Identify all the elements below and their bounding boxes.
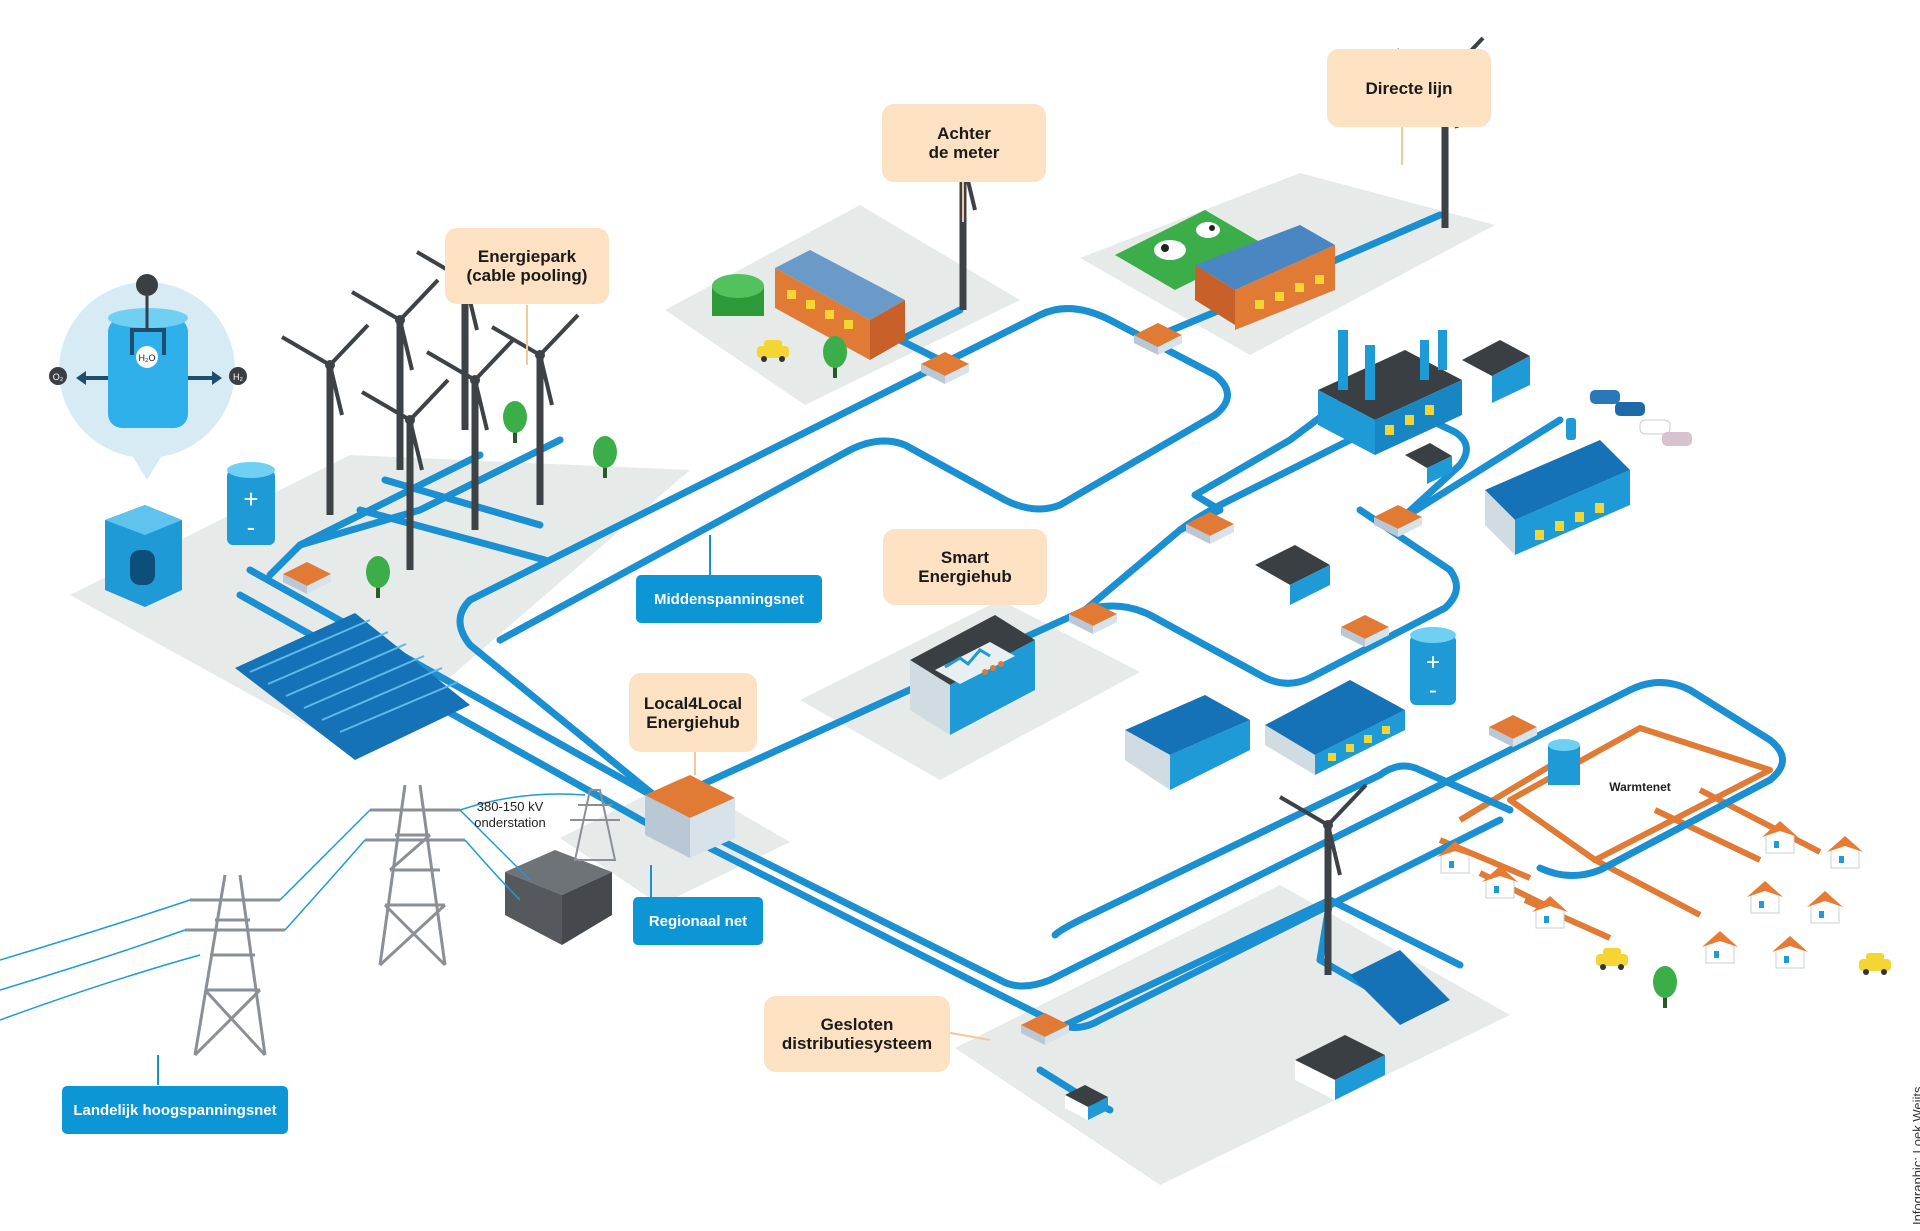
warehouse-solar xyxy=(1485,440,1630,555)
svg-text:+: + xyxy=(1426,649,1440,676)
onderstation-label-line2: onderstation xyxy=(474,815,546,830)
achter-de-meter-label: Achter de meter xyxy=(882,104,1046,182)
solar-field xyxy=(235,613,470,760)
energiepark: H₂O O₂ H₂ + - xyxy=(49,240,617,760)
hv-lines xyxy=(0,793,586,1021)
charger-icon xyxy=(1566,418,1576,440)
smart-energiehub xyxy=(910,615,1035,735)
farm-building xyxy=(775,250,905,360)
onderstation-label-line1: 380-150 kV xyxy=(476,799,544,814)
gesloten-distributiesysteem xyxy=(1065,785,1450,1120)
achter-de-meter-label-line2: de meter xyxy=(928,143,1000,162)
electrolyser-bubble: H₂O O₂ H₂ xyxy=(49,274,247,480)
house-icon xyxy=(1701,930,1739,964)
local4local-label: Local4Local Energiehub xyxy=(629,673,757,752)
energiepark-platform xyxy=(70,455,690,755)
blue-label-leaders xyxy=(157,535,711,1085)
label-leaders xyxy=(526,127,1403,1041)
battery-energiepark: + - xyxy=(227,462,275,545)
directe-lijn-label-text: Directe lijn xyxy=(1365,78,1453,98)
h2o-label: H₂O xyxy=(139,353,156,363)
electrolyser-building xyxy=(105,505,182,607)
onderstation-label: 380-150 kV onderstation xyxy=(462,799,558,831)
energiepark-label-line1: Energiepark xyxy=(477,247,577,266)
silo xyxy=(712,274,764,316)
solar-panels xyxy=(1350,950,1450,1025)
gesloten-label-line2: distributiesysteem xyxy=(781,1034,933,1053)
directe-lijn xyxy=(1115,38,1483,330)
tree-icon xyxy=(1653,966,1677,1008)
meadow xyxy=(1115,210,1265,290)
hv-pylons xyxy=(185,784,465,1057)
gesloten-label: Gesloten distributiesysteem xyxy=(764,996,950,1072)
cow-icons xyxy=(1154,222,1220,260)
parked-cars xyxy=(1590,390,1692,446)
achter-de-meter-label-line1: Achter xyxy=(937,124,991,143)
small-buildings-mid: + - xyxy=(1125,545,1456,790)
barn xyxy=(1195,225,1335,330)
o2-label: O₂ xyxy=(53,372,64,382)
energiepark-label-line2: (cable pooling) xyxy=(466,266,588,285)
smart-energiehub-label: Smart Energiehub xyxy=(883,529,1047,605)
house-icon xyxy=(1746,880,1784,914)
warmtenet-label: Warmtenet xyxy=(1609,780,1671,794)
directe-lijn-label: Directe lijn xyxy=(1327,49,1491,127)
battery-smart: + - xyxy=(1410,627,1456,705)
substation xyxy=(505,789,620,945)
car-icon xyxy=(1596,948,1628,970)
smart-energiehub-label-line2: Energiehub xyxy=(918,567,1012,586)
heat-storage-tank xyxy=(1548,739,1580,785)
regionaal-net-label: Regionaal net xyxy=(633,897,763,945)
house-icon xyxy=(1806,890,1844,924)
gesloten-label-line1: Gesloten xyxy=(820,1015,894,1034)
h2-label: H₂ xyxy=(233,372,243,382)
svg-text:-: - xyxy=(247,512,256,542)
energiepark-label: Energiepark (cable pooling) xyxy=(445,228,609,304)
local4local-hub xyxy=(645,775,735,858)
tree-icon xyxy=(503,401,527,443)
car-icon xyxy=(1859,953,1891,975)
house-icon xyxy=(1826,835,1864,869)
smart-energiehub-label-line1: Smart xyxy=(940,548,990,567)
middenspanningsnet-label: Middenspanningsnet xyxy=(636,575,822,623)
svg-text:+: + xyxy=(243,484,258,514)
infographic-credit: Infographic: Loek Weijts xyxy=(1910,1086,1920,1226)
landelijk-hoogspanningsnet-label: Landelijk hoogspanningsnet xyxy=(62,1086,288,1134)
house-icon xyxy=(1771,935,1809,969)
achter-de-meter xyxy=(712,120,1001,378)
local4local-label-line1: Local4Local xyxy=(643,693,743,713)
local4local-label-line2: Energiehub xyxy=(646,712,740,732)
svg-text:-: - xyxy=(1429,677,1437,704)
industry xyxy=(1318,330,1692,555)
warmtenet-district xyxy=(1436,739,1891,1008)
